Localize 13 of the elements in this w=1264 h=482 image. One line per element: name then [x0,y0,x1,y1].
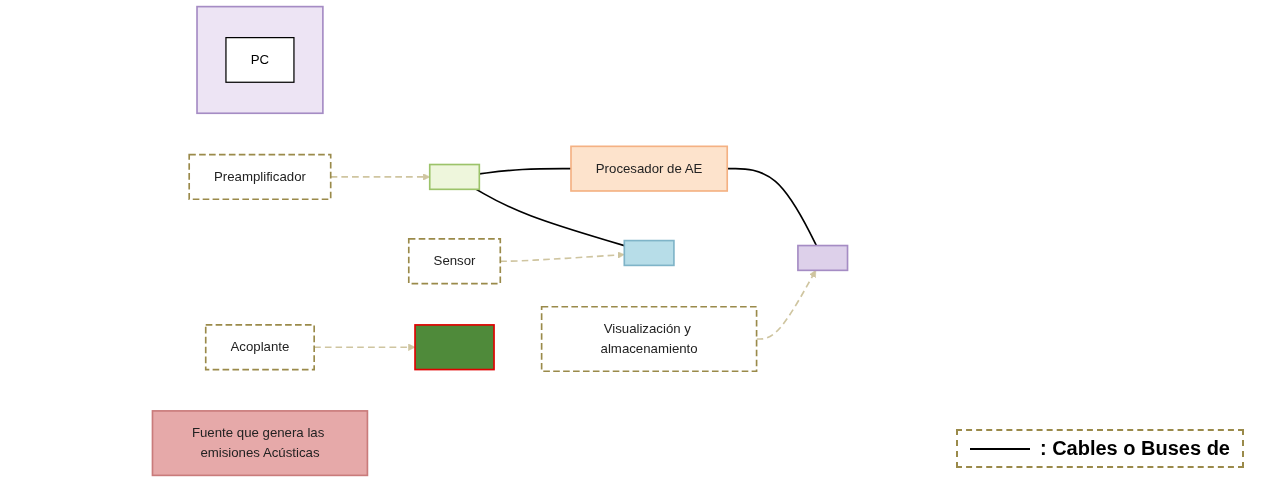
node-box: Acoplante [204,324,315,371]
node-box [797,244,849,272]
node-box [623,239,675,267]
node-box [428,163,481,191]
node-box: Fuente que genera las emisiones Acústicas [151,410,369,477]
legend-text: : Cables o Buses de [1039,437,1230,460]
node-box: Visualización y almacenamiento [540,305,758,373]
node-box: Preamplificador [188,153,332,201]
cluster [196,5,324,115]
node-box: PC [225,37,295,83]
node-bar [414,324,495,371]
node-box: Procesador de AE [570,145,729,192]
node-box: Sensor [407,238,502,285]
